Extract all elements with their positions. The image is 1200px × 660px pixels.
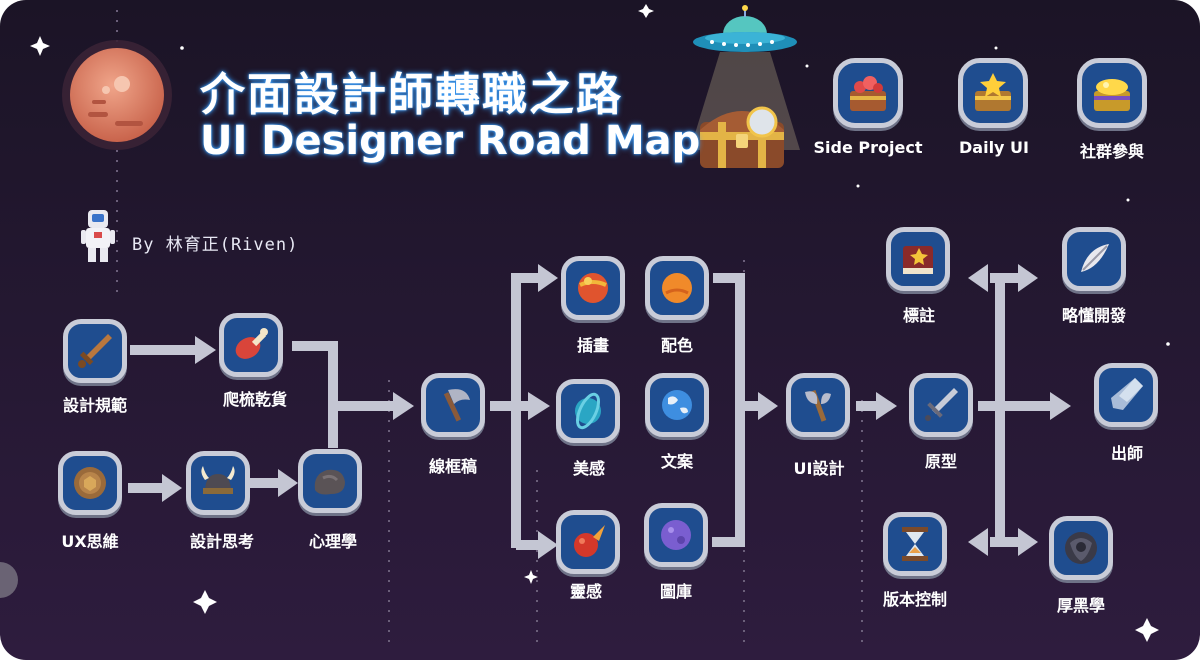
label-ux: UX思維 — [61, 532, 119, 551]
wooden-sword-icon — [78, 334, 112, 368]
label-wireframe: 線框稿 — [428, 457, 478, 476]
node-graduate — [1094, 363, 1158, 427]
node-wireframe — [421, 373, 485, 437]
community-label: 社群參與 — [1079, 142, 1145, 161]
page-title-chinese: 介面設計師轉職之路 — [200, 68, 624, 121]
node-ux — [58, 451, 122, 515]
author-byline: By 林育正(Riven) — [132, 235, 299, 255]
orange-planet-icon — [662, 273, 692, 303]
purple-planet-icon — [661, 520, 691, 550]
side-project-label: Side Project — [813, 138, 923, 157]
label-color: 配色 — [660, 336, 694, 355]
viking-helmet-icon — [201, 466, 235, 494]
shield-icon — [74, 467, 106, 499]
label-crawl: 爬梳乾貨 — [222, 390, 288, 409]
battle-axe-icon — [805, 389, 831, 422]
label-dev: 略懂開發 — [1061, 306, 1127, 325]
community-badge — [1077, 58, 1147, 128]
planet-icon — [578, 273, 608, 303]
label-inspiration: 靈感 — [569, 582, 603, 601]
label-ui-design: UI設計 — [793, 459, 845, 478]
label-copywriting: 文案 — [660, 452, 694, 471]
axe-icon — [443, 389, 470, 422]
label-graduate: 出師 — [1110, 444, 1144, 463]
ringed-planet-icon — [575, 392, 601, 430]
crystal-icon — [1111, 378, 1143, 410]
earth-icon — [662, 390, 692, 420]
node-inspiration — [556, 510, 620, 574]
node-design-thinking — [186, 451, 250, 515]
label-illustration: 插畫 — [576, 336, 610, 355]
label-aesthetic: 美感 — [572, 459, 606, 478]
side-project-badge — [833, 58, 903, 128]
label-gallery: 圖庫 — [659, 582, 693, 601]
book-icon — [903, 246, 933, 274]
node-psychology — [298, 449, 362, 513]
treasure-chest-red-gems-icon — [850, 76, 886, 111]
label-version-control: 版本控制 — [882, 590, 948, 609]
label-thick-black: 厚黑學 — [1056, 596, 1106, 615]
node-version-control — [883, 512, 947, 576]
node-color — [645, 256, 709, 320]
daily-ui-badge — [958, 58, 1028, 128]
node-prototype — [909, 373, 973, 437]
rock-icon — [314, 469, 345, 495]
node-dev — [1062, 227, 1126, 291]
node-crawl — [219, 313, 283, 377]
node-ui-design — [786, 373, 850, 437]
treasure-chest-stars-icon — [975, 73, 1011, 111]
label-design-thinking: 設計思考 — [189, 532, 255, 551]
node-illustration — [561, 256, 625, 320]
daily-ui-label: Daily UI — [959, 138, 1029, 157]
sword-icon — [925, 388, 958, 421]
label-design-spec: 設計規範 — [62, 396, 128, 415]
node-gallery — [644, 503, 708, 567]
node-thick-black — [1049, 516, 1113, 580]
node-copywriting — [645, 373, 709, 437]
hourglass-icon — [902, 527, 928, 561]
meat-icon — [235, 328, 268, 359]
page-title-english: UI Designer Road Map — [200, 118, 701, 164]
label-psychology: 心理學 — [308, 532, 358, 551]
meteor-icon — [574, 525, 605, 557]
feather-icon — [1081, 244, 1109, 272]
dark-shield-icon — [1065, 532, 1097, 564]
node-design-spec — [63, 319, 127, 383]
label-annotation: 標註 — [902, 306, 936, 325]
node-annotation — [886, 227, 950, 291]
treasure-chest-gold-icon — [1094, 79, 1130, 111]
label-prototype: 原型 — [924, 452, 958, 471]
node-aesthetic — [556, 379, 620, 443]
